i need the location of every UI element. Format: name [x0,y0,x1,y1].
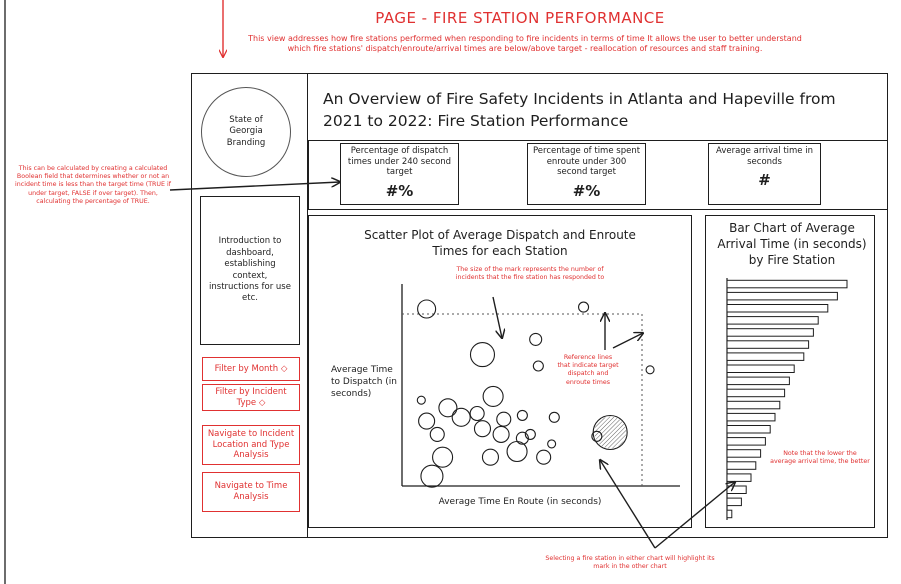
scatter-point[interactable] [529,332,543,346]
bar[interactable] [726,485,747,495]
scatter-point[interactable] [482,385,504,407]
bar[interactable] [726,279,848,289]
scatter-point[interactable] [416,395,426,405]
filter-month-label: Filter by Month [214,363,279,374]
page-heading: PAGE - FIRE STATION PERFORMANCE [375,9,665,27]
bar-chart-frame [705,215,875,528]
scatter-point[interactable] [506,440,528,463]
bar[interactable] [726,412,776,422]
filter-incident-type-button[interactable]: Filter by Incident Type ◇ [202,384,300,411]
sidebar [191,73,308,538]
scatter-point[interactable] [417,299,437,319]
dashboard-title: An Overview of Fire Safety Incidents in … [323,90,836,131]
scatter-point[interactable] [481,448,500,466]
bar[interactable] [726,340,810,349]
bar[interactable] [726,400,781,410]
intro-box: Introduction to dashboard, establishing … [200,196,300,345]
scatter-point[interactable] [645,365,655,375]
kpi-value: #% [385,181,414,200]
scatter-point[interactable] [438,398,458,418]
bar[interactable] [726,497,742,507]
arrival-time-note: Note that the lower the average arrival … [770,450,870,466]
bar-chart[interactable] [724,278,864,520]
selected-point-hatch [594,416,627,449]
branding-text: State of Georgia Branding [226,114,266,148]
bar[interactable] [726,473,752,482]
scatter-ylabel: Average Time to Dispatch (in seconds) [331,365,398,400]
bar[interactable] [726,376,790,386]
bar[interactable] [726,316,819,325]
scatter-point[interactable] [451,407,471,427]
bar[interactable] [726,437,766,446]
intro-text: Introduction to dashboard, establishing … [209,236,291,304]
scatter-point[interactable] [469,405,485,422]
filter-month-button[interactable]: Filter by Month ◇ [202,357,300,381]
bar[interactable] [726,328,814,337]
scatter-xlabel: Average Time En Route (in seconds) [438,497,602,507]
bar[interactable] [726,449,762,458]
kpi-label: Percentage of dispatch times under 240 s… [347,146,452,178]
scatter-point[interactable] [532,360,544,372]
filter-incident-type-text: Filter by Incident Type [215,386,287,408]
scatter-point[interactable] [420,464,444,488]
filter-incident-type-label: Filter by Incident Type ◇ [207,387,295,408]
branding-logo: State of Georgia Branding [201,87,291,177]
scatter-point[interactable] [418,412,436,430]
kpi-value: # [758,171,771,190]
bar[interactable] [726,291,838,301]
kpi-label: Average arrival time in seconds [716,146,813,167]
scatter-point[interactable] [496,411,512,427]
scatter-point[interactable] [592,414,628,451]
scatter-chart-frame [308,215,692,528]
scatter-point[interactable] [547,439,557,449]
scatter-point[interactable] [548,411,560,423]
bar[interactable] [726,388,786,398]
kpi-calculation-note: This can be calculated by creating a cal… [15,165,171,205]
bar[interactable] [726,364,795,374]
scatter-point[interactable] [524,428,536,440]
kpi-card-dispatch: Percentage of dispatch times under 240 s… [340,143,459,205]
scatter-point[interactable] [516,409,528,421]
scatter-point[interactable] [515,431,529,445]
kpi-card-enroute: Percentage of time spent enroute under 3… [527,143,646,205]
bar-chart-title: Bar Chart of Average Arrival Time (in se… [717,221,867,268]
scatter-title: Scatter Plot of Average Dispatch and Enr… [364,228,636,259]
scatter-point[interactable] [432,446,454,468]
scatter-point[interactable] [492,425,510,443]
navigate-time-analysis-button[interactable]: Navigate to Time Analysis [202,472,300,512]
dropdown-diamond-icon: ◇ [280,363,288,374]
bar[interactable] [726,303,829,313]
kpi-row-frame [308,140,888,210]
scatter-point[interactable] [473,420,492,438]
kpi-card-arrival: Average arrival time in seconds # [708,143,821,205]
page-description: This view addresses how fire stations pe… [248,34,802,54]
navigate-location-type-label: Navigate to Incident Location and Type A… [207,429,295,461]
kpi-note-arrow [169,182,340,191]
bar[interactable] [726,424,771,434]
kpi-value: #% [572,181,601,200]
navigate-time-analysis-label: Navigate to Time Analysis [214,481,288,502]
scatter-point[interactable] [469,342,496,368]
scatter-plot[interactable] [390,280,690,490]
scatter-point[interactable] [429,426,445,442]
highlight-note: Selecting a fire station in either chart… [545,555,715,571]
bar[interactable] [726,509,733,519]
navigate-location-type-button[interactable]: Navigate to Incident Location and Type A… [202,425,300,465]
bar[interactable] [726,461,757,470]
scatter-point[interactable] [578,301,590,313]
bar[interactable] [726,352,805,361]
kpi-label: Percentage of time spent enroute under 3… [532,146,641,178]
dropdown-diamond-icon: ◇ [258,397,266,408]
mark-size-note: The size of the mark represents the numb… [455,266,605,282]
scatter-point[interactable] [536,449,552,465]
reference-lines-note: Reference lines that indicate target dis… [557,354,619,387]
